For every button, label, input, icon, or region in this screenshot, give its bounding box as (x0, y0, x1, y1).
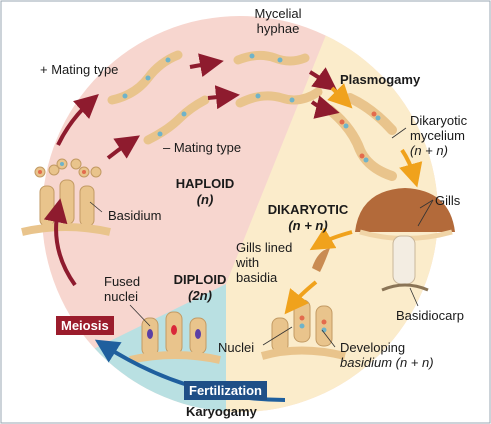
gill-section-art (312, 248, 330, 272)
plus-mating-type-label: + Mating type (40, 62, 119, 77)
basidium-spores-art (21, 158, 111, 236)
meiosis-tag: Meiosis (56, 316, 114, 335)
dikaryotic-mycelium-art (325, 93, 397, 181)
fused-line-2: nuclei (104, 289, 138, 304)
dikaryotic-mycelium-line-3: (n + n) (410, 143, 448, 158)
dikaryotic-phase-title: DIKARYOTIC (n + n) (258, 202, 358, 234)
fertilization-tag: Fertilization (184, 381, 267, 400)
karyogamy-label: Karyogamy (186, 404, 257, 419)
diploid-phase-title: DIPLOID (2n) (160, 272, 240, 304)
dikaryotic-mycelium-label: Dikaryotic mycelium (n + n) (410, 113, 467, 158)
mycelial-hyphae-label: Mycelial hyphae (238, 6, 318, 36)
plasmogamy-label: Plasmogamy (340, 72, 421, 87)
developing-line-2: basidium (n + n) (340, 355, 434, 370)
dikaryotic-title: DIKARYOTIC (267, 202, 349, 217)
fused-line-1: Fused (104, 274, 141, 289)
nuclei-label: Nuclei (218, 340, 255, 355)
plus-hyphae (107, 50, 183, 105)
haploid-phase-title: HAPLOID (n) (160, 176, 250, 208)
diploid-ploidy: (2n) (188, 288, 212, 303)
developing-basidium-label: Developing basidium (n + n) (340, 340, 434, 370)
dikaryotic-mycelium-line-1: Dikaryotic (410, 113, 468, 128)
minus-hyphae (143, 95, 210, 145)
basidiocarp-label: Basidiocarp (396, 308, 464, 323)
dikaryotic-mycelium-line-2: mycelium (410, 128, 465, 143)
haploid-title: HAPLOID (175, 176, 235, 191)
gills-lined-line-1: Gills lined (236, 240, 293, 255)
leader-lines (89, 127, 434, 348)
diploid-title: DIPLOID (173, 272, 227, 287)
gills-lined-line-2: with (236, 255, 260, 270)
minus-mating-type-label: – Mating type (163, 140, 242, 155)
gills-lined-label: Gills lined with basidia (236, 240, 292, 285)
basidium-label: Basidium (108, 208, 162, 223)
basidiocarp-mushroom (355, 188, 455, 292)
fused-nuclei-basidia-art (129, 311, 221, 364)
gills-label: Gills (435, 193, 461, 208)
dikaryotic-ploidy: (n + n) (288, 218, 328, 233)
gills-lined-line-3: basidia (236, 270, 278, 285)
developing-line-1: Developing (340, 340, 406, 355)
haploid-ploidy: (n) (196, 192, 214, 207)
mycelial-hyphae-art (233, 50, 323, 108)
fused-nuclei-label: Fused nuclei (104, 274, 140, 304)
mycelial-label-line-2: hyphae (256, 21, 300, 36)
mycelial-label-line-1: Mycelial (254, 6, 302, 21)
